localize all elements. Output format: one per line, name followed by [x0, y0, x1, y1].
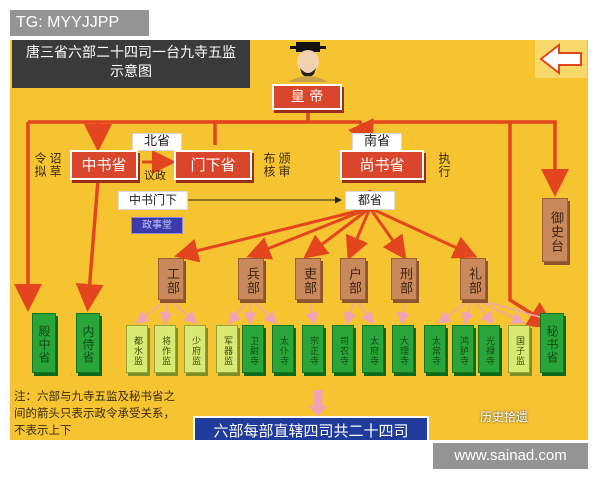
menxia-box: 门下省	[174, 150, 252, 180]
agency-box: 都水监	[126, 325, 148, 373]
channel-badge: TG: MYYJJPP	[10, 10, 149, 36]
agency-box: 殿中省	[32, 313, 56, 373]
agency-box: 军器监	[216, 325, 238, 373]
agency-box: 司农寺	[332, 325, 354, 373]
agency-label: 国子监	[514, 335, 524, 366]
agency-box: 大理寺	[392, 325, 414, 373]
zhongshu-box: 中书省	[70, 150, 138, 180]
diagram-title: 唐三省六部二十四司一台九寺五监 示意图	[12, 40, 250, 88]
label-yizheng: 议政	[144, 169, 166, 182]
ministry-label: 礼部	[466, 266, 481, 295]
emperor-label: 皇 帝	[290, 89, 324, 105]
org-diagram: 唐三省六部二十四司一台九寺五监 示意图 皇 帝 北省 南省	[10, 40, 588, 440]
dusheng-box: 都省	[345, 191, 395, 210]
agency-box: 国子监	[508, 325, 530, 373]
ministry-box: 刑部	[391, 258, 417, 300]
agency-label: 少府监	[190, 335, 200, 366]
title-line-2: 示意图	[110, 64, 152, 80]
zhengshitang-tag: 政事堂	[131, 217, 183, 234]
ministry-box: 吏部	[295, 258, 321, 300]
zhongshumenxia-box: 中书门下	[118, 191, 188, 210]
label-fengshen: 颁审	[277, 152, 291, 178]
emperor-icon	[288, 42, 328, 82]
agency-label: 军器监	[222, 335, 232, 366]
yushitai-box: 御史台	[542, 198, 568, 262]
label-zhaocao: 诏草	[48, 152, 62, 178]
agency-label: 太府寺	[368, 335, 378, 366]
connector-lines	[14, 110, 569, 416]
emperor-portrait	[282, 42, 334, 82]
ministry-box: 礼部	[460, 258, 486, 300]
agency-box: 太仆寺	[272, 325, 294, 373]
back-button[interactable]	[535, 40, 587, 78]
ministry-label: 刑部	[397, 266, 412, 295]
agency-label: 宗正寺	[308, 335, 318, 366]
agency-box: 太常寺	[424, 325, 446, 373]
agency-label: 秘书省	[545, 325, 559, 364]
label-lingni: 令拟	[33, 152, 47, 178]
ministry-box: 户部	[340, 258, 366, 300]
title-line-1: 唐三省六部二十四司一台九寺五监	[26, 45, 236, 61]
agency-box: 内侍省	[76, 313, 100, 373]
agency-box: 宗正寺	[302, 325, 324, 373]
agency-box: 将作监	[154, 325, 176, 373]
label-buhe: 布核	[262, 152, 276, 178]
site-watermark: www.sainad.com	[433, 443, 588, 469]
agency-label: 大理寺	[398, 335, 408, 366]
source-credit: 历史拾遗	[480, 410, 529, 424]
agency-label: 鸿胪寺	[458, 335, 468, 366]
ministry-box: 工部	[158, 258, 184, 300]
ministry-box: 兵部	[238, 258, 264, 300]
agency-label: 光禄寺	[484, 335, 494, 366]
agency-box: 太府寺	[362, 325, 384, 373]
back-arrow-icon	[539, 42, 582, 76]
agency-box: 少府监	[184, 325, 206, 373]
ministry-label: 兵部	[244, 266, 259, 295]
ministry-label: 工部	[164, 266, 179, 295]
agency-label: 将作监	[160, 335, 170, 366]
agency-label: 都水监	[132, 335, 142, 366]
footnote: 注：六部与九寺五监及秘书省之间的箭头只表示政令承受关系，不表示上下	[14, 389, 175, 437]
north-province-label: 北省	[132, 133, 182, 151]
agency-label: 司农寺	[338, 335, 348, 366]
south-province-label: 南省	[352, 133, 402, 151]
agency-box: 秘书省	[540, 313, 564, 373]
agency-box: 光禄寺	[478, 325, 500, 373]
agency-box: 鸿胪寺	[452, 325, 474, 373]
shangshu-box: 尚书省	[340, 150, 424, 180]
label-zhixing: 执行	[437, 152, 451, 178]
ministry-label: 吏部	[301, 266, 316, 295]
emperor-box: 皇 帝	[272, 84, 342, 110]
bottom-banner: 六部每部直辖四司共二十四司	[193, 416, 429, 440]
agency-label: 卫尉寺	[248, 335, 258, 366]
agency-box: 卫尉寺	[242, 325, 264, 373]
agency-label: 内侍省	[81, 325, 95, 364]
agency-label: 太常寺	[430, 335, 440, 366]
agency-label: 太仆寺	[278, 335, 288, 366]
agency-label: 殿中省	[37, 325, 51, 364]
ministry-label: 户部	[346, 266, 361, 295]
